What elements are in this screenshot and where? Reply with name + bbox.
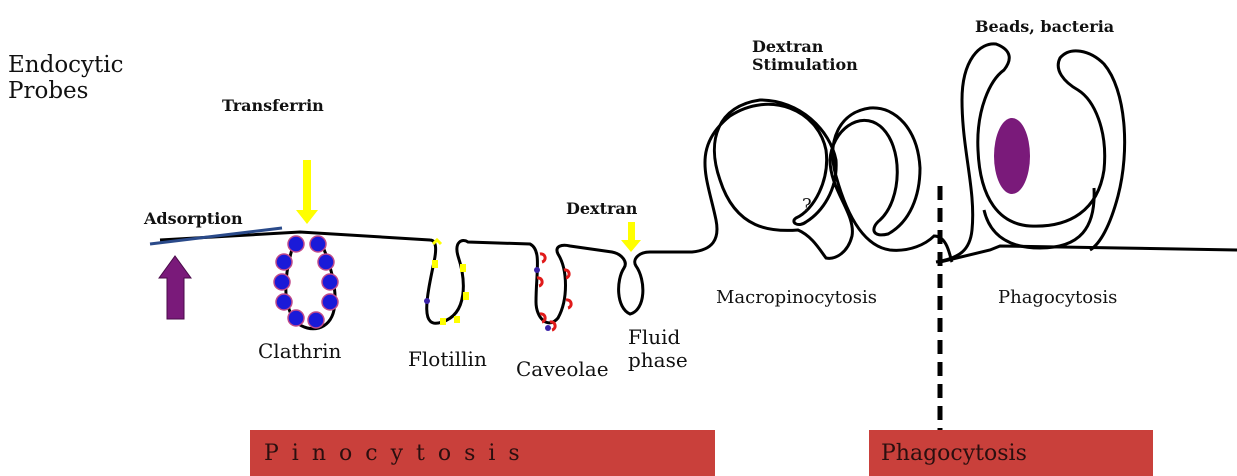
phagocytic-cup-inner	[984, 188, 1094, 248]
question-mark-label: ?	[802, 196, 812, 217]
clathrin-coat	[274, 236, 338, 328]
dextran-label: Dextran	[566, 200, 637, 218]
dextran-arrow	[621, 222, 641, 252]
transferrin-arrow	[296, 160, 318, 224]
macropinocytosis-label: Macropinocytosis	[716, 288, 877, 309]
title-line-2: Probes	[8, 78, 124, 104]
dextran-stimulation-line-1: Dextran	[752, 38, 858, 56]
pinocytosis-banner: Pinocytosis	[250, 430, 715, 476]
transferrin-label: Transferrin	[222, 97, 324, 115]
dextran-stimulation-line-2: Stimulation	[752, 56, 858, 74]
membrane-right	[940, 246, 1237, 262]
clathrin-label: Clathrin	[258, 340, 341, 363]
caveolae-label: Caveolae	[516, 358, 609, 381]
adsorption-line	[150, 228, 282, 244]
phagocytic-cup-outer	[936, 44, 1125, 262]
bead-particle	[994, 118, 1030, 194]
fluid-phase-line-1: Fluid	[628, 326, 688, 349]
phagocytosis-banner: Phagocytosis	[869, 430, 1153, 476]
adsorption-label: Adsorption	[144, 210, 243, 228]
beads-bacteria-label: Beads, bacteria	[975, 18, 1114, 36]
flotillin-label: Flotillin	[408, 348, 487, 371]
diagram-title: Endocytic Probes	[8, 52, 124, 105]
title-line-1: Endocytic	[8, 52, 124, 78]
adsorption-arrow	[159, 256, 191, 319]
fluid-phase-label: Fluid phase	[628, 326, 688, 372]
phagocytosis-label: Phagocytosis	[998, 288, 1117, 309]
fluid-phase-line-2: phase	[628, 349, 688, 372]
dextran-stimulation-label: Dextran Stimulation	[752, 38, 858, 75]
